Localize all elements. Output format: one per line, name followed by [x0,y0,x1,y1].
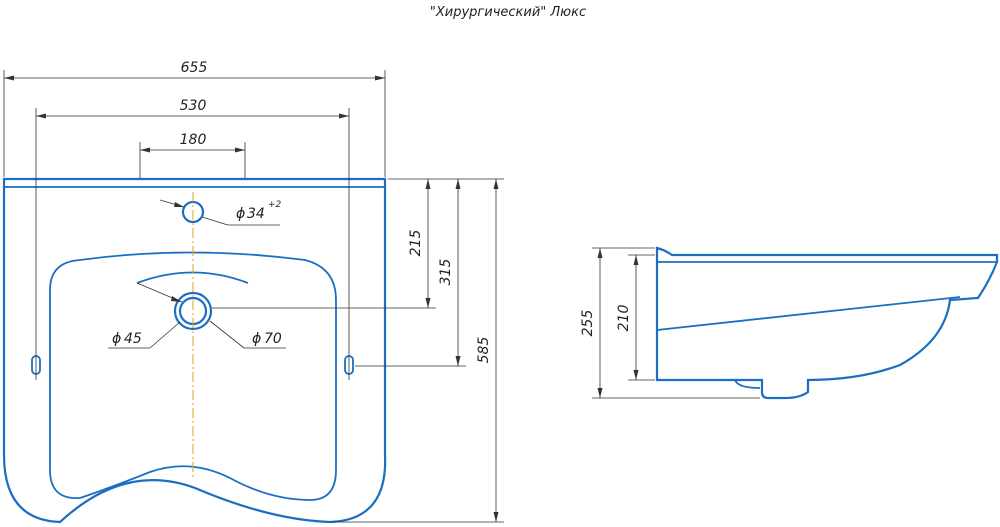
tolerance-label: +2 [268,200,282,210]
dimension-label: 215 [408,230,424,257]
side-outline [655,246,999,400]
dimension-drain-outer: ϕ 70 [209,320,286,349]
dimension-label: 70 [264,331,282,347]
diameter-symbol: ϕ [252,331,261,347]
dimension-585: 585 [332,178,504,523]
dimension-label: 34 [247,206,265,222]
dimension-label: 585 [476,337,492,364]
drain-outer [173,291,213,331]
dimension-530: 530 [35,98,350,380]
dimension-label: 530 [180,98,207,114]
dimension-drain-inner: ϕ 45 [108,282,183,349]
basin-inner-bowl [49,251,337,501]
dimension-655: 655 [3,60,386,177]
dimension-label: 255 [580,310,596,337]
dimension-180: 180 [139,132,246,178]
dimension-315: 315 [355,178,466,367]
basin-outer-outline [2,177,387,524]
drawing-title: "Хирургический" Люкс [430,5,586,20]
dimension-215: 215 [212,178,436,309]
dimension-label: 180 [180,132,207,148]
diameter-symbol: ϕ [236,206,245,222]
side-view [655,246,999,400]
diameter-symbol: ϕ [112,331,121,347]
dimension-255: 255 [580,247,760,399]
side-bowl-slope [656,296,961,331]
dimension-label: 45 [124,331,142,347]
dimension-label: 655 [181,60,208,76]
dimension-label: 210 [616,305,632,332]
dimension-label: 315 [438,259,454,286]
drain-side-detail [734,379,761,389]
dimension-tap-hole: ϕ 34 +2 [159,199,282,226]
top-view [2,177,387,524]
dimension-210: 210 [616,254,655,381]
